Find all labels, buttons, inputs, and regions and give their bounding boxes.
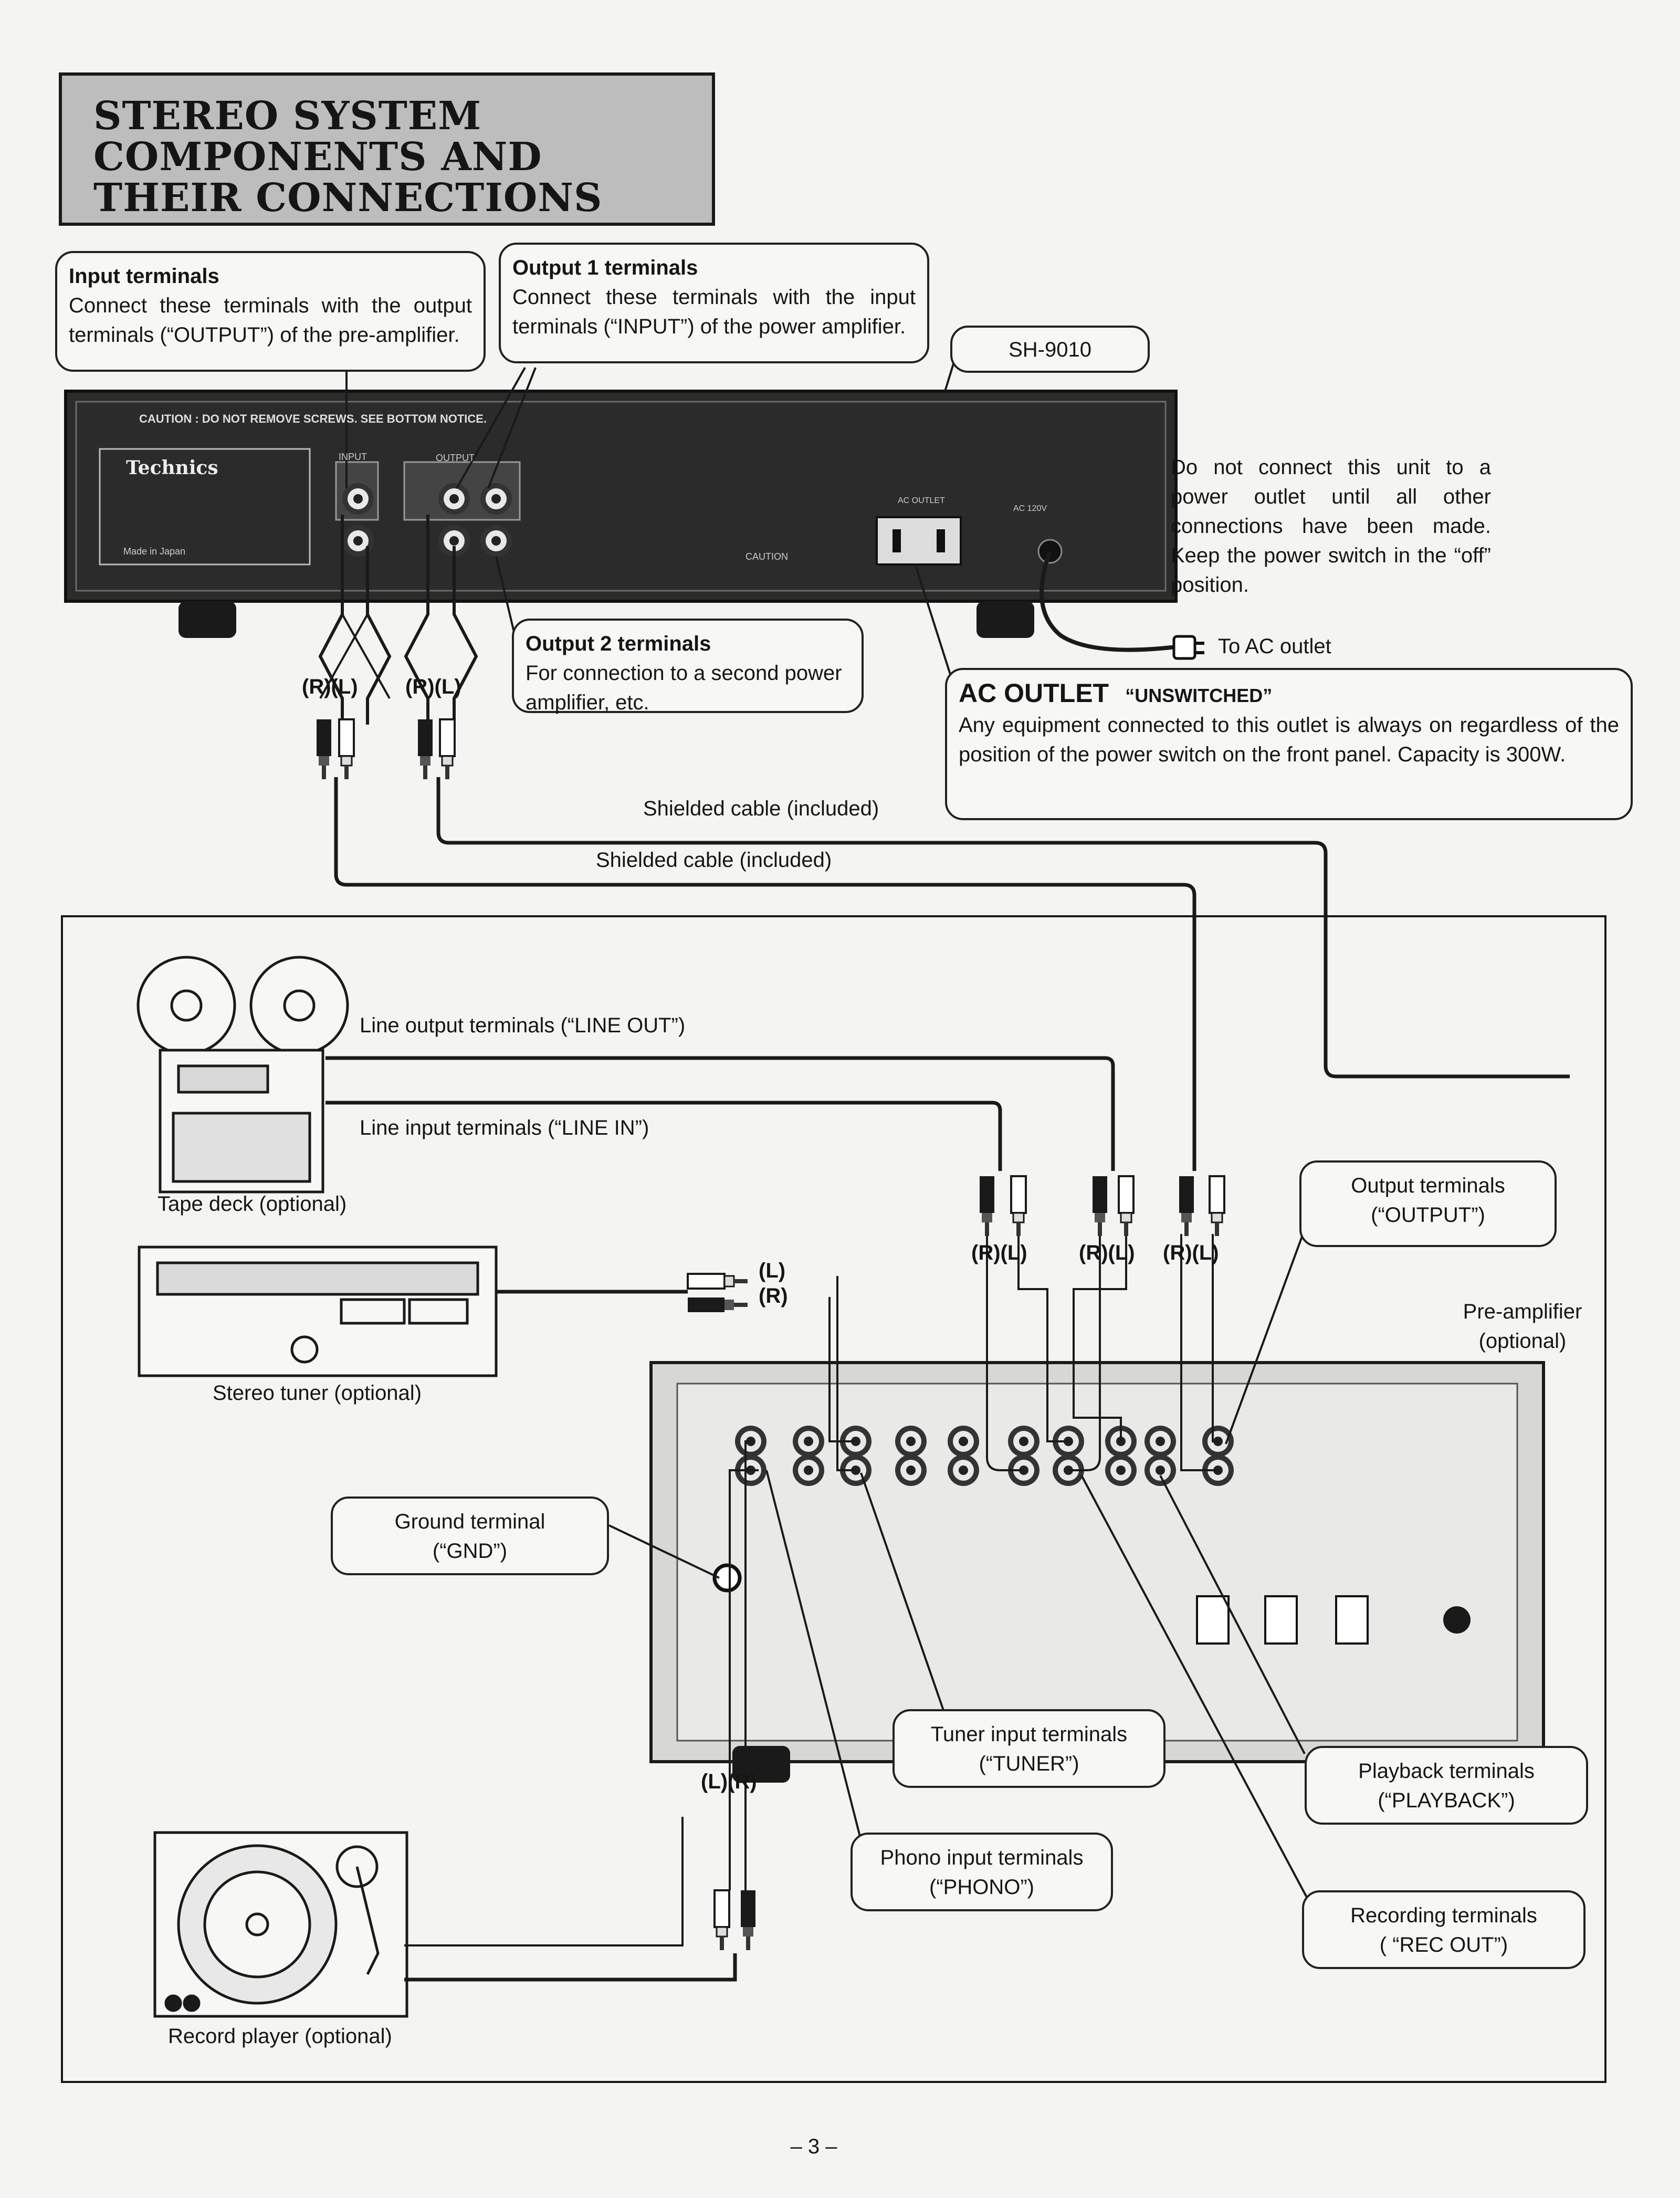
model-callout: SH-9010 xyxy=(950,326,1150,373)
input-terminals-head: Input terminals xyxy=(69,265,219,288)
output-terminals-callout: Output terminals (“OUTPUT”) xyxy=(1299,1160,1557,1247)
line-in-label: Line input terminals (“LINE IN”) xyxy=(360,1116,649,1139)
equalizer-rear-panel xyxy=(64,390,1178,638)
tuner-l-label: (L) xyxy=(759,1259,786,1282)
tuner-input-sub: (“TUNER”) xyxy=(979,1752,1079,1775)
ground-terminal-callout: Ground terminal (“GND”) xyxy=(331,1496,609,1575)
tape-deck-label: Tape deck (optional) xyxy=(158,1192,347,1216)
output-terminals-head: Output terminals xyxy=(1351,1174,1505,1197)
preamp-label: Pre-amplifier (optional) xyxy=(1463,1300,1582,1353)
ground-terminal-head: Ground terminal xyxy=(394,1510,545,1533)
ground-terminal-sub: (“GND”) xyxy=(432,1540,508,1563)
tuner-input-callout: Tuner input terminals (“TUNER”) xyxy=(892,1709,1166,1788)
power-note: Do not connect this unit to a power outl… xyxy=(1171,456,1491,596)
model-number: SH-9010 xyxy=(1009,338,1091,361)
phono-input-head: Phono input terminals xyxy=(880,1846,1084,1869)
record-player-label: Record player (optional) xyxy=(168,2025,392,2048)
line-out-label: Line output terminals (“LINE OUT”) xyxy=(360,1014,686,1037)
output2-terminals-body: For connection to a second power amplifi… xyxy=(526,662,842,714)
output2-terminals-callout: Output 2 terminals For connection to a s… xyxy=(512,619,864,714)
output1-terminals-body: Connect these terminals with the input t… xyxy=(512,286,916,338)
ac-outlet-sub: “UNSWITCHED” xyxy=(1125,685,1273,706)
rl-label-1: (R)(L) xyxy=(302,675,358,698)
caution-strip: CAUTION : DO NOT REMOVE SCREWS. SEE BOTT… xyxy=(139,412,487,425)
rec-out-sub: ( “REC OUT”) xyxy=(1379,1933,1508,1956)
phono-input-sub: (“PHONO”) xyxy=(929,1876,1034,1899)
phono-input-callout: Phono input terminals (“PHONO”) xyxy=(850,1833,1113,1911)
tape-deck-drawing xyxy=(136,956,349,1194)
tuner-input-head: Tuner input terminals xyxy=(930,1723,1128,1746)
input-terminals-callout: Input terminals Connect these terminals … xyxy=(55,251,486,372)
ac-outlet-body: Any equipment connected to this outlet i… xyxy=(959,714,1619,766)
input-terminals-body: Connect these terminals with the output … xyxy=(69,294,472,347)
rec-out-head: Recording terminals xyxy=(1350,1904,1537,1927)
title-line-2: COMPONENTS AND xyxy=(93,134,542,180)
tuner-label: Stereo tuner (optional) xyxy=(213,1381,422,1405)
ac-outlet-head: AC OUTLET xyxy=(959,678,1109,708)
phono-lr-label: (L)(R) xyxy=(701,1770,757,1793)
rl-label-3: (R)(L) xyxy=(971,1241,1027,1264)
playback-head: Playback terminals xyxy=(1358,1760,1535,1783)
title-line-1: STEREO SYSTEM xyxy=(93,93,482,139)
output2-terminals-head: Output 2 terminals xyxy=(526,632,711,655)
output1-terminals-head: Output 1 terminals xyxy=(512,256,698,279)
title-line-3: THEIR CONNECTIONS xyxy=(93,175,603,221)
rl-label-5: (R)(L) xyxy=(1163,1241,1219,1264)
shielded-cable-label-1: Shielded cable (included) xyxy=(643,797,879,820)
ac-outlet-panel-label: AC OUTLET xyxy=(898,496,945,505)
tuner-r-label: (R) xyxy=(759,1284,788,1307)
rl-label-2: (R)(L) xyxy=(405,675,461,698)
brand-logo: Technics xyxy=(126,457,218,479)
page-number: – 3 – xyxy=(790,2135,837,2158)
to-ac-outlet-label: To AC outlet xyxy=(1218,635,1331,658)
ac-panel-label: AC 120V xyxy=(1013,504,1047,513)
rl-label-4: (R)(L) xyxy=(1079,1241,1135,1264)
playback-callout: Playback terminals (“PLAYBACK”) xyxy=(1305,1746,1588,1825)
tuner-drawing xyxy=(138,1245,498,1377)
made-in-label: Made in Japan xyxy=(123,546,186,557)
output1-terminals-callout: Output 1 terminals Connect these termina… xyxy=(499,243,929,363)
input-panel-label: INPUT xyxy=(339,452,367,462)
ac-outlet-callout: AC OUTLET “UNSWITCHED” Any equipment con… xyxy=(945,668,1633,820)
output-panel-label: OUTPUT xyxy=(436,453,475,463)
caution-panel-label: CAUTION xyxy=(746,551,788,562)
title-box: STEREO SYSTEM COMPONENTS AND THEIR CONNE… xyxy=(59,72,715,226)
output-terminals-sub: (“OUTPUT”) xyxy=(1371,1203,1485,1227)
shielded-cable-label-2: Shielded cable (included) xyxy=(596,849,832,872)
playback-sub: (“PLAYBACK”) xyxy=(1378,1789,1515,1812)
rec-out-callout: Recording terminals ( “REC OUT”) xyxy=(1302,1890,1586,1969)
record-player-drawing xyxy=(153,1831,408,2018)
